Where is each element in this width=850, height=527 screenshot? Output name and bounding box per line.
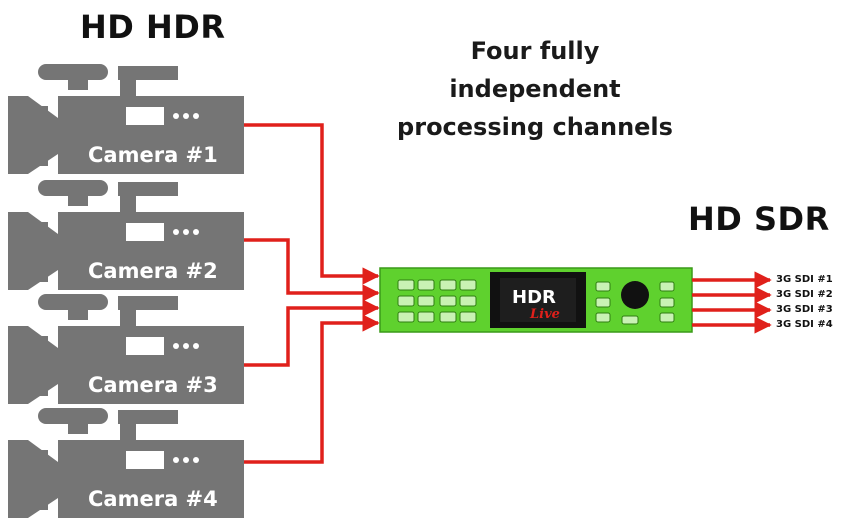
camera-3-icon: Camera #3 — [8, 294, 244, 404]
camera-label: Camera #1 — [88, 143, 218, 167]
output-label: 3G SDI #4 — [776, 319, 833, 330]
camera-1-icon: Camera #1 — [8, 64, 244, 174]
camera-label: Camera #4 — [88, 487, 218, 511]
output-lines — [692, 271, 772, 334]
device-logo: HDR — [512, 287, 556, 308]
input-line-2 — [244, 238, 380, 302]
output-label: 3G SDI #2 — [776, 289, 833, 300]
camera-label: Camera #2 — [88, 259, 218, 283]
input-line-1 — [244, 123, 380, 285]
right-button-grid — [595, 281, 675, 325]
output-label: 3G SDI #3 — [776, 304, 833, 315]
input-lines — [244, 123, 380, 464]
camera-2-icon: Camera #2 — [8, 180, 244, 290]
hdr-processor-device: HDR Live — [379, 267, 693, 333]
device-logo-sub: Live — [529, 307, 560, 322]
caption: Four fully independent processing channe… — [380, 32, 690, 146]
caption-line: independent — [449, 75, 621, 103]
caption-line: Four fully — [470, 37, 600, 65]
input-line-3 — [244, 299, 380, 367]
output-heading: HD SDR — [688, 200, 830, 238]
output-label: 3G SDI #1 — [776, 274, 833, 285]
left-button-grid — [397, 279, 477, 323]
input-line-4 — [244, 314, 380, 464]
camera-4-icon: Camera #4 — [8, 408, 244, 518]
input-heading: HD HDR — [80, 8, 226, 46]
control-knob-icon — [621, 281, 649, 309]
camera-label: Camera #3 — [88, 373, 218, 397]
caption-line: processing channels — [397, 113, 673, 141]
